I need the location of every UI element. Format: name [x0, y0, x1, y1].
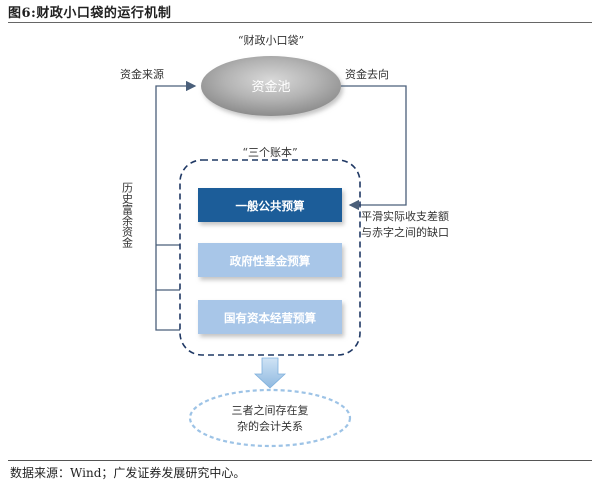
budget-label: 国有资本经营预算 [224, 311, 316, 325]
budget-box [198, 300, 342, 334]
source-note: 数据来源：Wind；广发证券发展研究中心。 [10, 466, 246, 480]
inflow-label: 资金来源 [120, 67, 164, 81]
budgets-caption: “三个账本” [242, 145, 297, 159]
budget-box [198, 188, 342, 222]
historical-surplus-label: 历史富余资金 [121, 182, 134, 248]
figure-title: 图6:财政小口袋的运行机制 [8, 6, 172, 21]
outcome-line1: 三者之间存在复 [232, 403, 309, 417]
budget-general-public: 一般公共预算 [198, 188, 342, 222]
inflow-arrow [155, 80, 197, 291]
down-arrow [253, 357, 287, 389]
budget-label: 政府性基金预算 [230, 254, 311, 268]
fund-pool-label: 资金池 [251, 79, 290, 95]
budget-state-capital: 国有资本经营预算 [198, 300, 342, 334]
outcome-ellipse [188, 388, 352, 448]
gap-text-line2: 与赤字之间的缺口 [361, 225, 449, 239]
top-rule [8, 22, 592, 23]
budget-label: 一般公共预算 [236, 199, 305, 213]
outflow-arrow [341, 85, 407, 211]
gap-text-line1: 平滑实际收支差额 [361, 209, 449, 223]
outcome-line2: 杂的会计关系 [237, 419, 303, 433]
budget-government-fund: 政府性基金预算 [198, 243, 342, 277]
fund-pool-ellipse [201, 56, 341, 116]
budget-box [198, 243, 342, 277]
inflow-connector-bottom [155, 290, 180, 331]
outflow-label: 资金去向 [345, 67, 389, 81]
bottom-rule [8, 460, 592, 461]
pool-caption: “财政小口袋” [238, 33, 304, 47]
three-budgets-container [179, 159, 361, 356]
